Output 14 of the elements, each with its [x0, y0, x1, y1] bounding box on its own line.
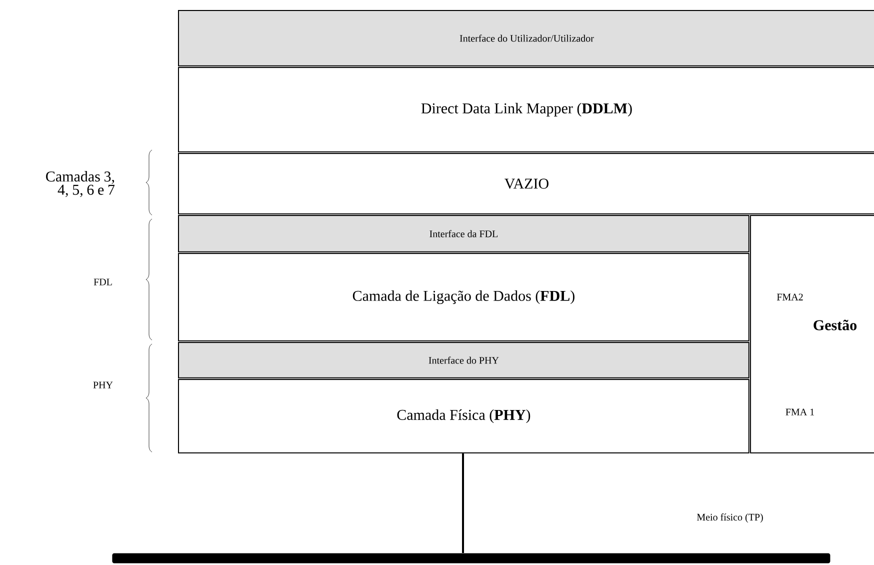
management-box: FMA2 Gestão FMA 1: [750, 215, 874, 454]
layer-label: FDL: [94, 278, 112, 286]
interface-band: Interface do Utilizador/Utilizador: [178, 10, 874, 66]
layer-label: PHY: [93, 382, 113, 388]
layer-box: Camada de Ligação de Dados (FDL): [178, 253, 750, 342]
layer-label: Meio físico (TP): [696, 513, 763, 523]
connector-line: [462, 453, 464, 553]
layer-box: Direct Data Link Mapper (DDLM): [178, 67, 874, 152]
bus-bar: [112, 553, 830, 564]
interface-band: Interface da FDL: [178, 215, 750, 252]
interface-band: Interface do PHY: [178, 342, 750, 378]
layer-label: Camadas 3, 4, 5, 6 e 7: [46, 171, 115, 197]
layer-box: Camada Física (PHY): [178, 379, 750, 454]
layer-box: VAZIO: [178, 153, 874, 214]
